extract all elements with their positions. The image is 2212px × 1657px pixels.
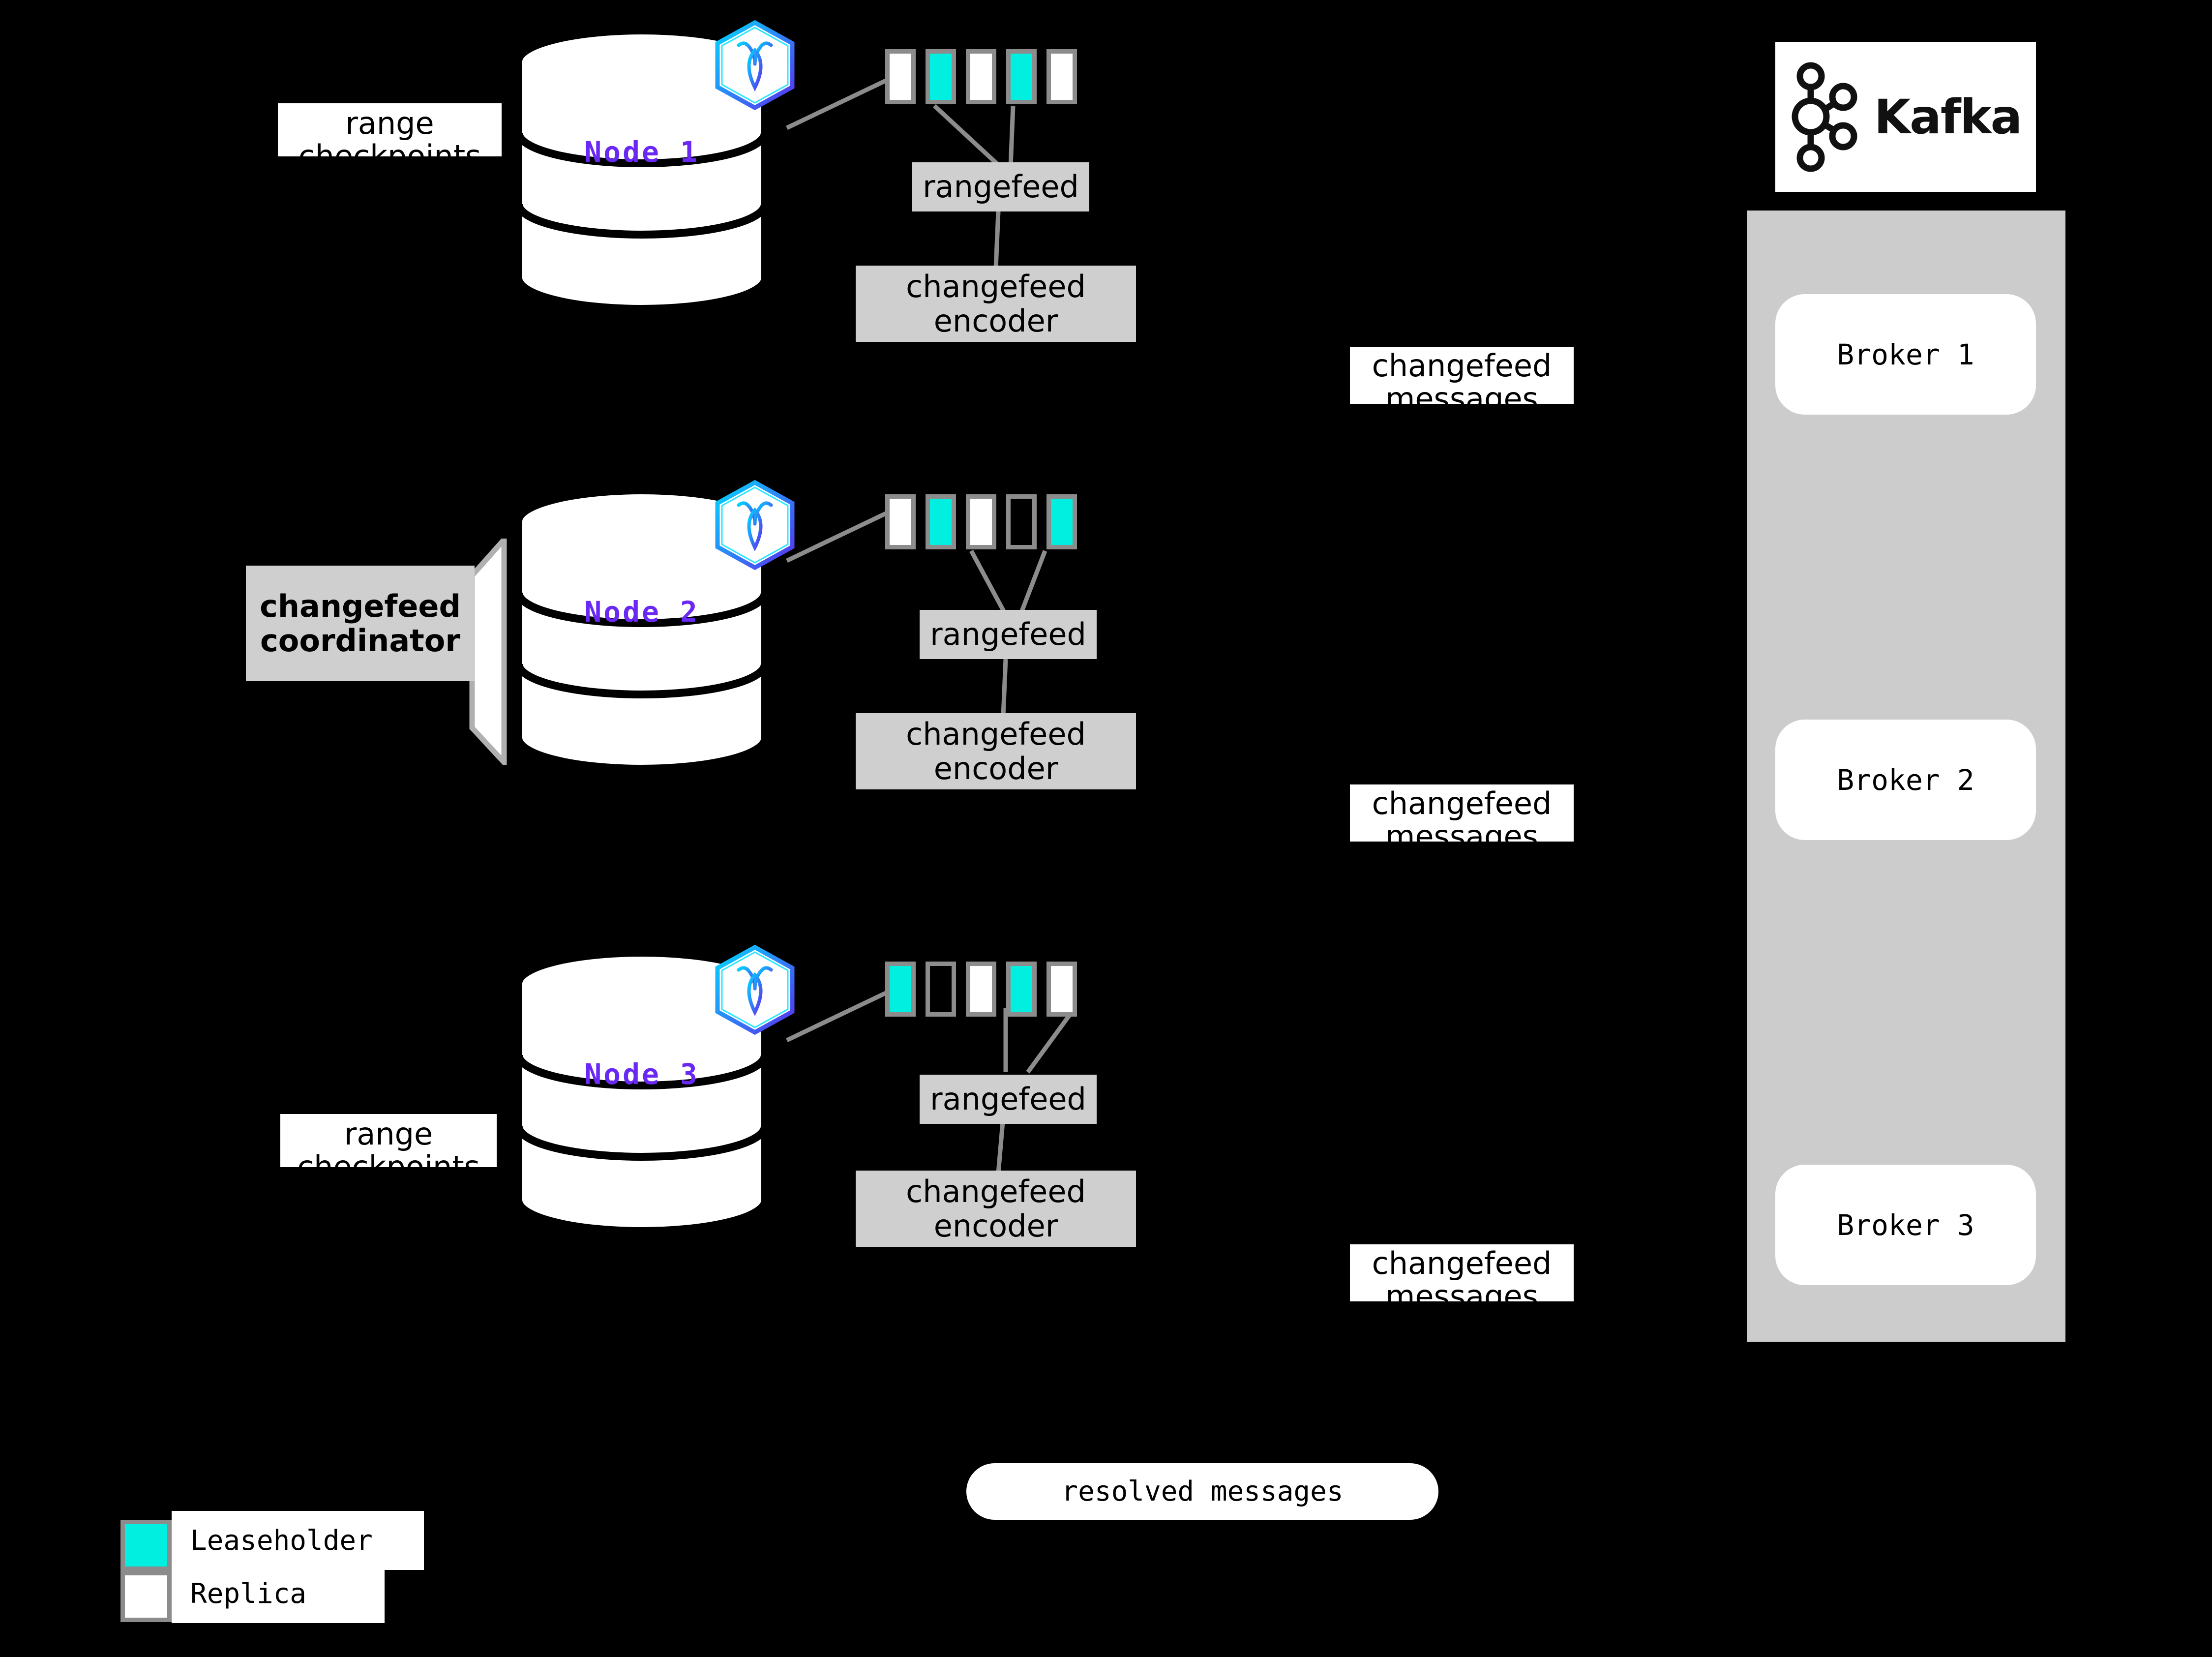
range-box[interactable] bbox=[1006, 962, 1037, 1017]
changefeed-coordinator-box[interactable]: changefeed coordinator bbox=[246, 566, 475, 681]
checkpoint-line1: range bbox=[344, 1116, 433, 1152]
node-3-encoder-box[interactable]: changefeed encoder bbox=[856, 1171, 1136, 1247]
node-1-rangefeed-box[interactable]: rangefeed bbox=[912, 162, 1089, 211]
node-1-range-row bbox=[885, 49, 1077, 104]
range-box[interactable] bbox=[885, 494, 916, 549]
node-2-encoder-box[interactable]: changefeed encoder bbox=[856, 713, 1136, 789]
range-box[interactable] bbox=[926, 49, 956, 104]
node-3-range-row bbox=[885, 962, 1077, 1017]
range-box[interactable] bbox=[926, 494, 956, 549]
coordinator-label-line1: changefeed bbox=[260, 588, 461, 625]
kafka-logo-box: Kafka bbox=[1775, 42, 2036, 192]
range-box[interactable] bbox=[1046, 962, 1077, 1017]
encoder-label-line1: changefeed bbox=[906, 716, 1086, 753]
messages-line1: changefeed bbox=[1372, 785, 1552, 821]
range-box[interactable] bbox=[885, 49, 916, 104]
legend-swatch-leaseholder bbox=[120, 1520, 172, 1571]
node-2-label: Node 2 bbox=[584, 595, 699, 629]
broker-label: Broker 3 bbox=[1837, 1208, 1974, 1242]
broker-label: Broker 2 bbox=[1837, 763, 1974, 797]
encoder-label-line2: encoder bbox=[933, 750, 1058, 786]
messages-line1: changefeed bbox=[1372, 348, 1552, 384]
encoder-label-line2: encoder bbox=[933, 302, 1058, 339]
node-1-range-checkpoints-label: range checkpoints bbox=[278, 103, 502, 173]
node-2-range-row bbox=[885, 494, 1077, 549]
checkpoint-line2: checkpoints bbox=[297, 1148, 480, 1185]
changefeed-messages-label-2: changefeed messages bbox=[1350, 784, 1574, 853]
node-1-label: Node 1 bbox=[584, 135, 699, 169]
node-3-cylinder: Node 3 bbox=[514, 949, 770, 1235]
cockroachdb-hexagon-icon bbox=[713, 480, 797, 571]
resolved-messages-pill[interactable]: resolved messages bbox=[966, 1463, 1438, 1520]
legend-swatch-replica bbox=[120, 1571, 172, 1622]
node-2-rangefeed-box[interactable]: rangefeed bbox=[920, 610, 1097, 659]
node-1-encoder-box[interactable]: changefeed encoder bbox=[856, 266, 1136, 342]
node-2-cylinder: Node 2 bbox=[514, 487, 770, 772]
kafka-logo-icon bbox=[1792, 62, 1857, 172]
coordinator-label-line2: coordinator bbox=[260, 622, 460, 659]
range-box[interactable] bbox=[1046, 494, 1077, 549]
checkpoint-line1: range bbox=[345, 105, 434, 141]
broker-1-card[interactable]: Broker 1 bbox=[1775, 294, 2036, 415]
messages-line2: messages bbox=[1385, 818, 1538, 854]
range-box[interactable] bbox=[966, 962, 996, 1017]
rangefeed-label: rangefeed bbox=[930, 616, 1086, 653]
range-box[interactable] bbox=[885, 962, 916, 1017]
legend-label-leaseholder: Leaseholder bbox=[172, 1511, 424, 1570]
changefeed-messages-label-3: changefeed messages bbox=[1350, 1244, 1574, 1313]
coordinator-flag-shape bbox=[469, 539, 507, 765]
messages-line1: changefeed bbox=[1372, 1245, 1552, 1281]
rangefeed-label: rangefeed bbox=[930, 1081, 1086, 1117]
broker-2-card[interactable]: Broker 2 bbox=[1775, 720, 2036, 840]
broker-label: Broker 1 bbox=[1837, 337, 1974, 371]
range-box[interactable] bbox=[1006, 494, 1037, 549]
encoder-label-line2: encoder bbox=[933, 1207, 1058, 1244]
range-box[interactable] bbox=[926, 962, 956, 1017]
cockroachdb-hexagon-icon bbox=[713, 944, 797, 1035]
node-3-rangefeed-box[interactable]: rangefeed bbox=[920, 1075, 1097, 1124]
changefeed-messages-label-1: changefeed messages bbox=[1350, 347, 1574, 415]
rangefeed-label: rangefeed bbox=[923, 169, 1079, 205]
kafka-broker-panel: Broker 1 Broker 2 Broker 3 bbox=[1747, 211, 2065, 1342]
encoder-label-line1: changefeed bbox=[906, 269, 1086, 305]
resolved-messages-label: resolved messages bbox=[1061, 1476, 1344, 1507]
messages-line2: messages bbox=[1385, 380, 1538, 417]
broker-3-card[interactable]: Broker 3 bbox=[1775, 1165, 2036, 1285]
legend-label-replica: Replica bbox=[172, 1564, 385, 1623]
range-box[interactable] bbox=[966, 49, 996, 104]
cockroachdb-hexagon-icon bbox=[713, 20, 797, 111]
encoder-label-line1: changefeed bbox=[906, 1174, 1086, 1210]
kafka-wordmark: Kafka bbox=[1874, 89, 2023, 145]
range-box[interactable] bbox=[1046, 49, 1077, 104]
node-3-label: Node 3 bbox=[584, 1057, 699, 1091]
checkpoint-line2: checkpoints bbox=[298, 138, 481, 174]
node-1-cylinder: Node 1 bbox=[514, 27, 770, 312]
range-box[interactable] bbox=[966, 494, 996, 549]
range-box[interactable] bbox=[1006, 49, 1037, 104]
node-3-range-checkpoints-label: range checkpoints bbox=[280, 1114, 497, 1183]
messages-line2: messages bbox=[1385, 1278, 1538, 1314]
